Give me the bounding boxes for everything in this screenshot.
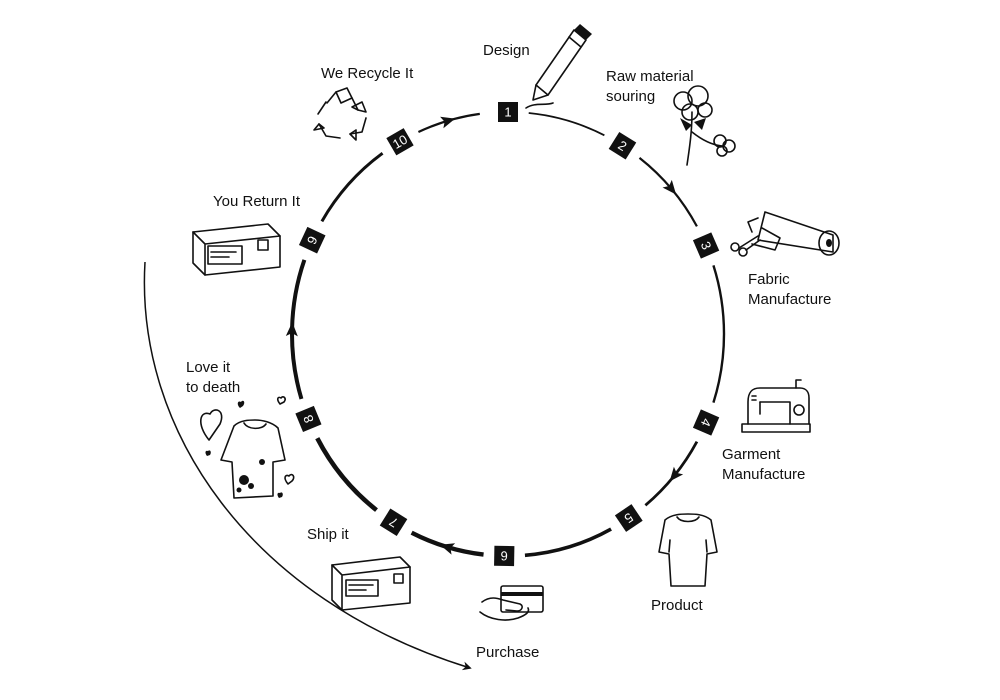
step-badges: 1 2 3 4 5 6 7 8 9 10 (295, 102, 720, 567)
step-badge-box (494, 545, 515, 567)
flow-arrow (285, 322, 298, 337)
ring-segment (638, 157, 698, 227)
step-badge-box (498, 102, 518, 122)
flow-arrow (440, 116, 456, 129)
return-parcel-icon (192, 223, 281, 276)
label-fabric-1: Fabric (748, 271, 790, 288)
step-badge-2: 2 (608, 131, 637, 160)
worn-shirt-hearts-icon (200, 396, 295, 499)
step-number: 10 (390, 132, 410, 152)
label-we-recycle-it: We Recycle It (321, 65, 414, 82)
label-fabric-2: Manufacture (748, 291, 831, 308)
step-badge-box (692, 409, 720, 436)
label-love-2: to death (186, 379, 240, 396)
cycle-ring (285, 112, 726, 558)
card-payment-icon (479, 585, 544, 621)
step-number: 1 (504, 105, 511, 120)
recycle-icon (313, 87, 367, 141)
step-badge-10: 10 (386, 128, 414, 156)
label-ship-it: Ship it (307, 526, 350, 543)
label-garment-2: Manufacture (722, 466, 805, 483)
step-number: 6 (500, 548, 507, 563)
step-badge-8: 8 (295, 405, 322, 433)
sewing-machine-icon (741, 379, 811, 433)
step-badge-box (298, 226, 326, 254)
parcel-icon (331, 556, 411, 611)
label-purchase: Purchase (476, 644, 539, 661)
ring-segment (320, 152, 384, 223)
label-love-1: Love it (186, 359, 231, 376)
step-badge-1: 1 (498, 102, 518, 122)
outer-return-arc (143, 261, 472, 671)
cotton-plant-icon (673, 85, 736, 166)
t-shirt-icon (658, 513, 718, 587)
step-badge-4: 4 (692, 409, 720, 436)
step-badge-6: 6 (494, 545, 515, 567)
label-raw-material-1: Raw material (606, 68, 694, 85)
step-badge-9: 9 (298, 226, 326, 254)
step-badge-7: 7 (379, 508, 408, 537)
step-badge-5: 5 (614, 504, 643, 532)
fabric-roll-icon (730, 211, 840, 257)
flow-arrow (439, 543, 456, 555)
pencil-icon (525, 24, 592, 109)
label-design: Design (483, 42, 530, 59)
ring-segment (644, 440, 699, 507)
step-badge-box (295, 405, 322, 433)
label-garment-1: Garment (722, 446, 781, 463)
label-raw-material-2: souring (606, 88, 655, 105)
ring-segment (524, 527, 612, 558)
label-you-return-it: You Return It (213, 193, 301, 210)
step-badge-box (608, 131, 637, 160)
step-badge-box (379, 508, 408, 537)
label-product: Product (651, 597, 704, 614)
step-badge-box (614, 504, 643, 532)
ring-segment (315, 437, 378, 512)
flow-arrow (662, 179, 677, 195)
step-badge-box (692, 232, 720, 259)
step-badge-3: 3 (692, 232, 720, 259)
flow-arrow (669, 466, 684, 482)
step-badge-box (386, 128, 414, 156)
ring-segment (528, 112, 605, 137)
ring-segment (712, 265, 726, 403)
